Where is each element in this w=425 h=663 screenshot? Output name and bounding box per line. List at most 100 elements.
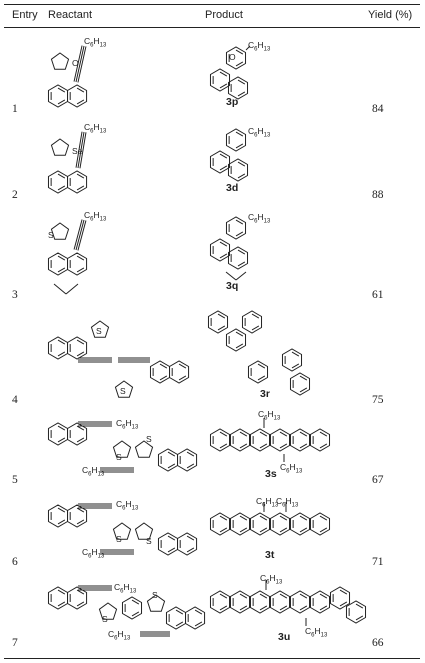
double-bond <box>186 451 195 457</box>
double-bond <box>239 443 248 449</box>
five-membered-ring <box>146 594 166 612</box>
double-bond <box>159 363 168 369</box>
double-bond <box>57 185 66 191</box>
compound-id: 3d <box>226 182 239 194</box>
double-bond <box>237 249 246 255</box>
benzene-ring <box>177 532 198 556</box>
header-yield: Yield (%) <box>368 9 413 21</box>
benzene-ring <box>207 310 229 334</box>
benzene-ring <box>227 246 249 270</box>
double-bond <box>235 143 244 149</box>
double-bond <box>76 339 85 345</box>
sulfur-label: S <box>116 452 122 462</box>
double-bond <box>57 425 66 431</box>
double-bond <box>235 219 244 225</box>
double-bond <box>167 451 176 457</box>
alkyne-bond <box>75 131 83 168</box>
double-bond <box>237 79 246 85</box>
double-bond <box>279 605 288 611</box>
benzene-ring <box>67 84 88 108</box>
sulfur-label: S <box>152 590 158 600</box>
benzene-ring <box>229 428 251 452</box>
benzene-ring <box>281 348 303 372</box>
benzene-ring <box>67 170 88 194</box>
benzene-ring <box>67 252 88 276</box>
header-product: Product <box>205 9 243 21</box>
yield-value: 71 <box>372 556 384 568</box>
double-bond <box>259 527 268 533</box>
benzene-ring <box>209 150 231 174</box>
double-bond <box>319 527 328 533</box>
double-bond <box>251 313 260 319</box>
entry-number: 7 <box>12 637 18 649</box>
compound-id: 3s <box>265 468 277 480</box>
double-bond <box>339 601 348 607</box>
header-reactant: Reactant <box>48 9 93 21</box>
benzene-ring <box>289 372 311 396</box>
entry-number: 5 <box>12 474 18 486</box>
sulfur-label: S <box>96 326 102 336</box>
entry-number: 2 <box>12 189 18 201</box>
double-bond <box>217 325 226 331</box>
double-bond <box>239 431 248 437</box>
double-bond <box>219 153 228 159</box>
double-bond <box>259 431 268 437</box>
double-bond <box>178 363 187 369</box>
double-bond <box>76 267 85 273</box>
compound-id: 3t <box>265 549 275 561</box>
entry-number: 6 <box>12 556 18 568</box>
benzene-ring <box>229 512 251 536</box>
benzene-ring <box>289 590 311 614</box>
double-bond <box>299 443 308 449</box>
double-bond <box>259 593 268 599</box>
entry-number: 1 <box>12 103 18 115</box>
double-bond <box>178 375 187 381</box>
benzene-ring <box>247 360 269 384</box>
hexyl-label: C6H13 <box>116 499 139 512</box>
benzene-ring <box>309 512 331 536</box>
compound-id: 3r <box>260 388 270 400</box>
alkyne-bond <box>77 46 87 83</box>
benzene-ring <box>67 586 88 610</box>
double-bond <box>259 605 268 611</box>
double-bond <box>237 161 246 167</box>
double-bond <box>237 173 246 179</box>
hexyl-label: C6H13 <box>82 465 105 478</box>
double-bond <box>219 165 228 171</box>
sulfur-label: S <box>48 230 54 240</box>
double-bond <box>259 515 268 521</box>
double-bond <box>76 601 85 607</box>
table-top-rule <box>4 4 420 5</box>
benzene-ring <box>209 590 231 614</box>
benzene-ring <box>185 606 206 630</box>
alkyne-bond <box>73 219 83 250</box>
benzene-ring <box>225 216 247 240</box>
double-bond <box>219 241 228 247</box>
hexyl-label: C6H13 <box>108 629 131 642</box>
double-bond <box>339 589 348 595</box>
double-bond <box>279 431 288 437</box>
five-membered-ring <box>112 440 132 458</box>
yield-value: 61 <box>372 289 384 301</box>
benzene-ring <box>225 46 247 70</box>
benzene-ring <box>209 238 231 262</box>
benzene-ring <box>249 590 271 614</box>
double-bond <box>131 611 140 617</box>
double-bond <box>235 343 244 349</box>
alkyne-bond <box>77 131 85 169</box>
hexyl-label: C6H13 <box>114 582 137 595</box>
entry-number: 3 <box>12 289 18 301</box>
double-bond <box>167 535 176 541</box>
benzene-ring <box>249 512 271 536</box>
double-bond <box>235 331 244 337</box>
double-bond <box>57 437 66 443</box>
five-membered-ring <box>50 222 70 240</box>
benzene-ring <box>241 310 263 334</box>
double-bond <box>159 375 168 381</box>
double-bond <box>319 431 328 437</box>
double-bond <box>291 363 300 369</box>
yield-value: 84 <box>372 103 384 115</box>
sulfur-label: S <box>116 534 122 544</box>
double-bond <box>57 351 66 357</box>
double-bond <box>57 601 66 607</box>
